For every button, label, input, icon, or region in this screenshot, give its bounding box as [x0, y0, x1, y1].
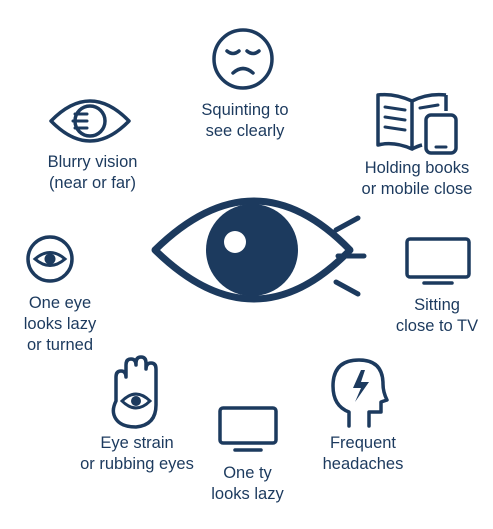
monitor-icon [217, 405, 279, 453]
symptom-label-sitting-close: Sitting close to TV [395, 296, 479, 335]
large-eye-icon [150, 190, 365, 315]
symptom-label-blurry: Blurry vision (near or far) [47, 153, 138, 192]
eye-in-circle-icon [25, 234, 75, 284]
symptom-label-one-ty-lazy: One ty looks lazy [211, 464, 284, 503]
hand-eye-icon [108, 355, 164, 431]
symptom-label-squinting: Squinting to see clearly [201, 101, 289, 140]
symptom-label-headaches: Frequent headaches [322, 434, 404, 473]
tv-icon [404, 236, 472, 286]
symptom-label-one-eye-lazy: One eye looks lazy or turned [23, 294, 97, 354]
squinting-face-icon [211, 27, 275, 91]
book-and-phone-icon [372, 91, 462, 157]
blurry-eye-icon [47, 93, 133, 149]
head-lightning-icon [327, 356, 389, 428]
symptom-label-eye-strain: Eye strain or rubbing eyes [80, 434, 194, 473]
symptom-label-holding-close: Holding books or mobile close [361, 159, 473, 198]
emphasis-lines-icon [330, 212, 370, 302]
